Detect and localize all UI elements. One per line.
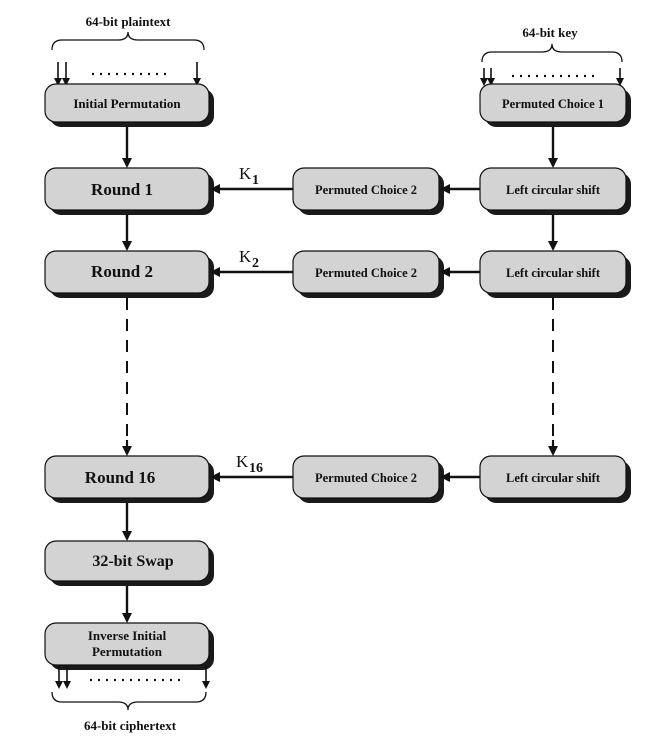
ciphertext-brace bbox=[51, 691, 207, 711]
inverse-initial-permutation-box: Inverse Initial Permutation bbox=[44, 622, 214, 670]
subkey-k16: K 16 bbox=[236, 452, 263, 476]
plaintext-label: 64-bit plaintext bbox=[86, 14, 172, 29]
round-1-label: Round 1 bbox=[91, 180, 153, 199]
pc2-box-16: Permuted Choice 2 bbox=[292, 455, 444, 503]
initial-permutation-label: Initial Permutation bbox=[73, 96, 181, 111]
key-input-arrows bbox=[480, 68, 624, 86]
shift-label-16: Left circular shift bbox=[506, 471, 601, 485]
subkey-k2: K 2 bbox=[239, 247, 259, 271]
pc1-box: Permuted Choice 1 bbox=[479, 83, 631, 127]
pc2-label-2: Permuted Choice 2 bbox=[315, 266, 417, 280]
subkey-k1: K 1 bbox=[239, 164, 259, 188]
ciphertext-output-arrows bbox=[55, 665, 210, 689]
plaintext-brace bbox=[51, 31, 205, 51]
shift-to-pc2-arrows bbox=[440, 184, 480, 482]
ciphertext-label: 64-bit ciphertext bbox=[84, 718, 177, 733]
shift-box-16: Left circular shift bbox=[479, 455, 631, 503]
plaintext-input-arrows bbox=[54, 62, 201, 86]
round-16-label: Round 16 bbox=[85, 468, 155, 487]
subkey-k2-sub: 2 bbox=[252, 256, 259, 271]
pc2-box-1: Permuted Choice 2 bbox=[292, 167, 444, 215]
pc2-box-2: Permuted Choice 2 bbox=[292, 250, 444, 298]
subkey-k1-sub: 1 bbox=[252, 173, 259, 188]
round-2-box: Round 2 bbox=[44, 250, 214, 298]
round-16-box: Round 16 bbox=[44, 455, 214, 503]
pc1-label: Permuted Choice 1 bbox=[502, 97, 604, 111]
key-brace bbox=[481, 43, 623, 63]
round-2-label: Round 2 bbox=[91, 262, 153, 281]
pc2-label-16: Permuted Choice 2 bbox=[315, 471, 417, 485]
pc2-to-round-arrows bbox=[210, 184, 293, 482]
inverse-initial-label-line1: Inverse Initial bbox=[88, 628, 167, 643]
shift-box-2: Left circular shift bbox=[479, 250, 631, 298]
swap-box: 32-bit Swap bbox=[44, 540, 214, 586]
inverse-initial-label-line2: Permutation bbox=[92, 644, 163, 659]
subkey-k2-letter: K bbox=[239, 247, 252, 266]
subkey-k16-letter: K bbox=[236, 452, 249, 471]
pc2-label-1: Permuted Choice 2 bbox=[315, 183, 417, 197]
swap-label: 32-bit Swap bbox=[92, 553, 173, 570]
key-label: 64-bit key bbox=[522, 25, 578, 40]
subkey-k16-sub: 16 bbox=[249, 461, 263, 476]
initial-permutation-box: Initial Permutation bbox=[44, 83, 214, 127]
subkey-k1-letter: K bbox=[239, 164, 252, 183]
shift-box-1: Left circular shift bbox=[479, 167, 631, 215]
shift-label-2: Left circular shift bbox=[506, 266, 601, 280]
shift-label-1: Left circular shift bbox=[506, 183, 601, 197]
round-1-box: Round 1 bbox=[44, 167, 214, 215]
